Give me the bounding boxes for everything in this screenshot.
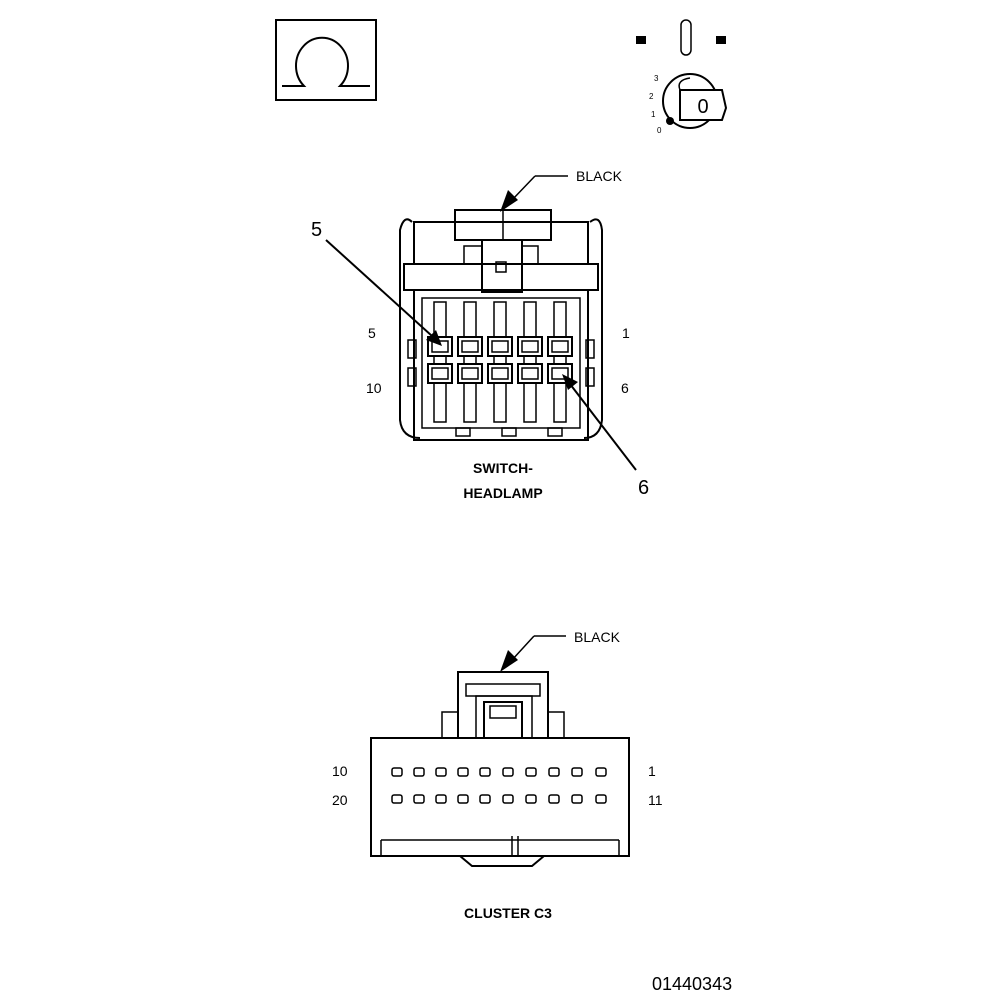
- cluster-c3-connector: BLACK: [332, 629, 663, 921]
- switch-headlamp-connector: BLACK: [311, 168, 649, 501]
- cluster-pin-1-label: 1: [648, 763, 656, 779]
- switch-pin-1-label: 1: [622, 325, 630, 341]
- switch-callout-6: 6: [638, 477, 649, 499]
- ignition-position-1: 1: [651, 110, 656, 119]
- switch-name-line1: SWITCH-: [473, 460, 533, 476]
- switch-callout-5: 5: [311, 219, 322, 241]
- switch-pin-10-label: 10: [366, 380, 382, 396]
- ignition-position-2: 2: [649, 92, 654, 101]
- switch-pin-5-label: 5: [368, 325, 376, 341]
- cluster-color-label: BLACK: [574, 629, 621, 645]
- document-id: 01440343: [652, 974, 732, 994]
- switch-name-line2: HEADLAMP: [463, 485, 542, 501]
- ohm-icon: [275, 19, 377, 101]
- ignition-position-0: 0: [657, 126, 662, 135]
- cluster-pin-cavities: [391, 767, 607, 804]
- switch-terminal-columns: [433, 301, 567, 423]
- cluster-pin-11-label: 11: [648, 792, 663, 808]
- ignition-position-3: 3: [654, 74, 659, 83]
- key-label: 0: [697, 96, 708, 118]
- cluster-name: CLUSTER C3: [464, 905, 552, 921]
- ignition-key-icon: 3 2 1 0 0: [636, 19, 728, 135]
- switch-pin-cavities: [427, 336, 573, 384]
- cluster-pin-10-label: 10: [332, 763, 348, 779]
- switch-color-label: BLACK: [576, 168, 623, 184]
- cluster-pin-20-label: 20: [332, 792, 348, 808]
- switch-pin-6-label: 6: [621, 380, 629, 396]
